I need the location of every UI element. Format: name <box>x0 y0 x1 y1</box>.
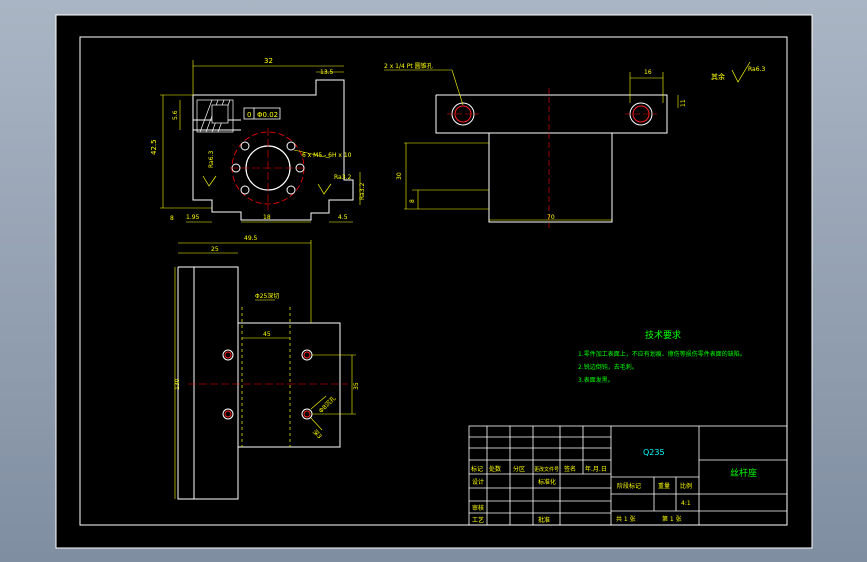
sheet-number: 第 1 张 <box>662 515 682 523</box>
dim-top: 5.6 <box>172 110 179 120</box>
row-label-date: 年.月.日 <box>585 465 607 473</box>
dim-30: 30 <box>396 172 403 180</box>
label-stage: 阶段标记 <box>617 482 641 490</box>
side-hidden-lines <box>241 307 291 447</box>
roughness-note: 其余 <box>711 72 725 81</box>
top-callout: 2 x 1/4 Pt 圆锥孔 <box>384 62 433 70</box>
dim-center: 18 <box>263 214 271 221</box>
dim-8: 8 <box>409 199 416 203</box>
tech-item-3: 3.表面发黑。 <box>578 376 614 384</box>
roughness-right: Ra3.2 <box>317 174 351 195</box>
tech-item-1: 1.零件加工表面上，不应有划痕、擦伤等损伤零件表面的缺陷。 <box>578 350 746 358</box>
front-view: 0 Φ0.02 32 13.5 42.5 5.6 <box>150 57 366 223</box>
tech-item-2: 2.锐边倒钝，去毛刺。 <box>578 363 638 371</box>
front-dimension-lines <box>160 60 361 223</box>
label-process: 工艺 <box>472 516 484 524</box>
title-block: Q235 丝杆座 标记 处数 分区 更改文件号 签名 年.月.日 设计 标准化 … <box>468 425 788 526</box>
scale-value: 4:1 <box>681 500 691 507</box>
svg-text:Ra6.3: Ra6.3 <box>208 151 215 168</box>
row-label-change: 更改文件号 <box>534 466 559 473</box>
label-design: 设计 <box>472 478 484 486</box>
dim-right-bottom: 4.5 <box>338 214 348 221</box>
dim-height: 42.5 <box>150 139 158 155</box>
row-label-zone: 分区 <box>513 465 525 473</box>
dim-70: 70 <box>547 214 555 221</box>
tolerance-frame: 0 Φ0.02 <box>243 107 281 120</box>
roughness-value: Ra6.3 <box>748 66 765 73</box>
dim-left-bottom: 1.95 <box>186 214 200 221</box>
roughness-bottom: Ra3.2 <box>359 183 366 200</box>
roughness-symbol <box>731 61 751 83</box>
dim-side-height: 130 <box>174 378 181 390</box>
top-view: 2 x 1/4 Pt 圆锥孔 16 11 30 8 70 其余 Ra6.3 <box>384 61 765 228</box>
side-view-outline <box>177 266 341 500</box>
front-hatch <box>196 99 234 133</box>
tolerance-symbol: 0 <box>247 111 251 119</box>
label-scale: 比例 <box>680 482 692 490</box>
dim-16: 16 <box>644 69 652 76</box>
row-label-mark: 标记 <box>471 465 483 473</box>
part-name: 丝杆座 <box>730 467 757 479</box>
dim-width: 32 <box>264 57 273 65</box>
dim-flange: 13.5 <box>320 69 334 76</box>
dim-11: 11 <box>680 99 687 107</box>
side-holes <box>222 349 313 420</box>
dim-side-left: 25 <box>211 246 219 253</box>
dim-side-top: 49.5 <box>244 235 258 242</box>
title-block-grid <box>468 425 788 526</box>
row-label-sign: 签名 <box>564 465 576 473</box>
roughness-left: Ra6.3 <box>202 151 217 187</box>
technical-requirements: 技术要求 1.零件加工表面上，不应有划痕、擦伤等损伤零件表面的缺陷。 2.锐边倒… <box>578 329 746 384</box>
label-review: 审核 <box>472 504 484 512</box>
hole-callout: 6 x M5 - 6H x 10 <box>302 152 352 159</box>
sheets-total: 共 1 张 <box>616 515 636 523</box>
inner-frame <box>79 36 788 526</box>
tech-title: 技术要求 <box>645 329 681 341</box>
label-standardize: 标准化 <box>538 478 556 486</box>
dim-side-mid: 45 <box>263 331 271 338</box>
label-bore: Φ25深切 <box>255 292 279 300</box>
front-centerlines <box>230 128 306 210</box>
tolerance-value: Φ0.02 <box>257 111 278 119</box>
dim-side-right: 35 <box>353 382 360 390</box>
top-centerlines <box>447 88 657 228</box>
row-label-count: 处数 <box>489 465 501 473</box>
side-dimension-lines <box>174 240 356 499</box>
material: Q235 <box>643 448 665 457</box>
svg-text:Ra3.2: Ra3.2 <box>334 174 351 181</box>
dim-bottom-left: 8 <box>170 215 174 222</box>
label-weight: 重量 <box>658 482 670 490</box>
top-view-outline <box>435 94 668 223</box>
side-view: 49.5 25 130 45 35 Φ25深切 Φ8沉孔 深3 <box>174 235 360 500</box>
label-approve: 批准 <box>538 516 550 524</box>
top-dimension-lines <box>384 69 679 221</box>
drawing-sheet <box>55 14 813 549</box>
